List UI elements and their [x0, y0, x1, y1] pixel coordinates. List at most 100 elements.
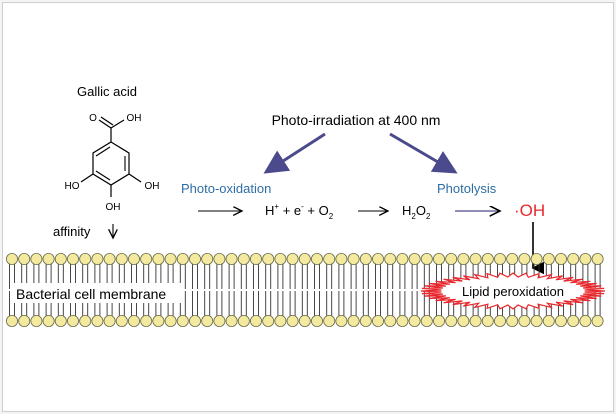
- lipid-head: [579, 252, 592, 265]
- lipid-head: [420, 314, 433, 327]
- lipid-head: [347, 252, 360, 265]
- lipid-head: [371, 252, 384, 265]
- lipid-head: [493, 252, 506, 265]
- lipid-head: [103, 252, 116, 265]
- bond: [98, 119, 112, 129]
- lipid-head: [237, 252, 250, 265]
- h2o2: H2O2: [402, 203, 431, 221]
- lipid-head: [518, 314, 531, 327]
- lipid-head: [420, 252, 433, 265]
- lipid-head: [188, 314, 201, 327]
- lipid-head: [542, 252, 555, 265]
- lipid-head: [6, 314, 18, 327]
- lipid-head: [67, 252, 80, 265]
- lipid-head: [335, 314, 348, 327]
- lipid-head: [18, 314, 31, 327]
- lipid-head: [42, 314, 55, 327]
- lipid-head: [79, 252, 92, 265]
- atom-ho: HO: [65, 181, 80, 192]
- lipid-head: [408, 314, 421, 327]
- lipid-head: [506, 252, 519, 265]
- bond: [128, 173, 142, 183]
- lipid-head: [335, 252, 348, 265]
- lipid-head: [298, 314, 311, 327]
- lipid-head: [262, 252, 275, 265]
- affinity-label: affinity: [53, 224, 91, 239]
- photo-oxidation-label: Photo-oxidation: [181, 181, 271, 196]
- gallic-acid-title: Gallic acid: [77, 84, 137, 99]
- lipid-peroxidation-burst: [420, 272, 606, 310]
- h-plus: H+ + e- + O2: [265, 202, 334, 221]
- lipid-head: [79, 314, 92, 327]
- lipid-head: [396, 314, 409, 327]
- lipid-peroxidation-label: Lipid peroxidation: [462, 284, 564, 299]
- irradiation-arrow-left: [263, 132, 326, 174]
- lipid-head: [591, 252, 604, 265]
- lipid-head: [579, 314, 592, 327]
- lipid-head: [249, 252, 262, 265]
- lipid-head: [347, 314, 360, 327]
- atom-oh: OH: [127, 113, 142, 124]
- lipid-head: [445, 314, 458, 327]
- atom-oh: OH: [106, 202, 121, 213]
- photolysis-label: Photolysis: [437, 181, 497, 196]
- lipid-head: [445, 252, 458, 265]
- lipid-head: [30, 252, 43, 265]
- benzene-ring: [92, 141, 130, 186]
- lipid-head: [310, 314, 323, 327]
- lipid-head: [274, 252, 287, 265]
- lipid-head: [518, 252, 531, 265]
- lipid-head: [286, 314, 299, 327]
- lipid-head: [310, 252, 323, 265]
- lipid-head: [432, 314, 445, 327]
- lipid-head: [567, 252, 580, 265]
- lipid-head: [567, 314, 580, 327]
- lipid-head: [213, 314, 226, 327]
- lipid-head: [67, 314, 80, 327]
- lipid-head: [176, 252, 189, 265]
- lipid-head: [18, 252, 31, 265]
- bond: [100, 116, 114, 126]
- lipid-head: [140, 314, 153, 327]
- lipid-head: [469, 314, 482, 327]
- lipid-head: [555, 252, 568, 265]
- hydroxyl-radical: ·OH: [514, 201, 545, 220]
- lipid-head: [237, 314, 250, 327]
- lipid-head: [457, 252, 470, 265]
- lipid-head: [323, 314, 336, 327]
- lipid-head: [91, 252, 104, 265]
- bond: [110, 119, 125, 129]
- lipid-head: [274, 314, 287, 327]
- lipid-head: [54, 314, 67, 327]
- lipid-head: [164, 314, 177, 327]
- lipid-head: [298, 252, 311, 265]
- lipid-head: [506, 314, 519, 327]
- lipid-head: [542, 314, 555, 327]
- lipid-head: [457, 314, 470, 327]
- lipid-head: [152, 252, 165, 265]
- lipid-head: [359, 314, 372, 327]
- lipid-head: [371, 314, 384, 327]
- lipid-head: [176, 314, 189, 327]
- lipid-head: [103, 314, 116, 327]
- lipid-head: [152, 314, 165, 327]
- lipid-head: [591, 314, 604, 327]
- lipid-head: [396, 252, 409, 265]
- lipid-head: [30, 314, 43, 327]
- atom-oh: OH: [145, 181, 160, 192]
- lipid-head: [127, 314, 140, 327]
- lipid-head: [54, 252, 67, 265]
- irradiation-label: Photo-irradiation at 400 nm: [272, 112, 441, 128]
- lipid-head: [201, 252, 214, 265]
- lipid-head: [384, 314, 397, 327]
- lipid-head: [188, 252, 201, 265]
- lipid-head: [225, 252, 238, 265]
- lipid-head: [384, 252, 397, 265]
- lipid-head: [115, 314, 128, 327]
- lipid-head: [530, 314, 543, 327]
- lipid-head: [42, 252, 55, 265]
- lipid-head: [408, 252, 421, 265]
- lipid-head: [286, 252, 299, 265]
- lipid-head: [140, 252, 153, 265]
